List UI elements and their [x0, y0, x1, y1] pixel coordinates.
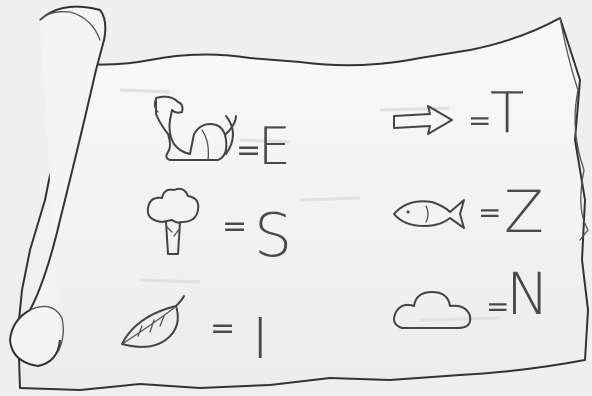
- equals-sign: =: [468, 104, 491, 137]
- letter-s: S: [254, 201, 292, 271]
- equals-sign: =: [210, 311, 235, 346]
- letter-n: N: [506, 260, 549, 328]
- letter-e: E: [258, 117, 291, 177]
- equals-sign: =: [222, 209, 247, 244]
- letter-z: Z: [504, 178, 544, 246]
- letter-t: T: [490, 81, 524, 146]
- equals-sign: =: [478, 196, 501, 229]
- letter-i: I: [252, 307, 269, 372]
